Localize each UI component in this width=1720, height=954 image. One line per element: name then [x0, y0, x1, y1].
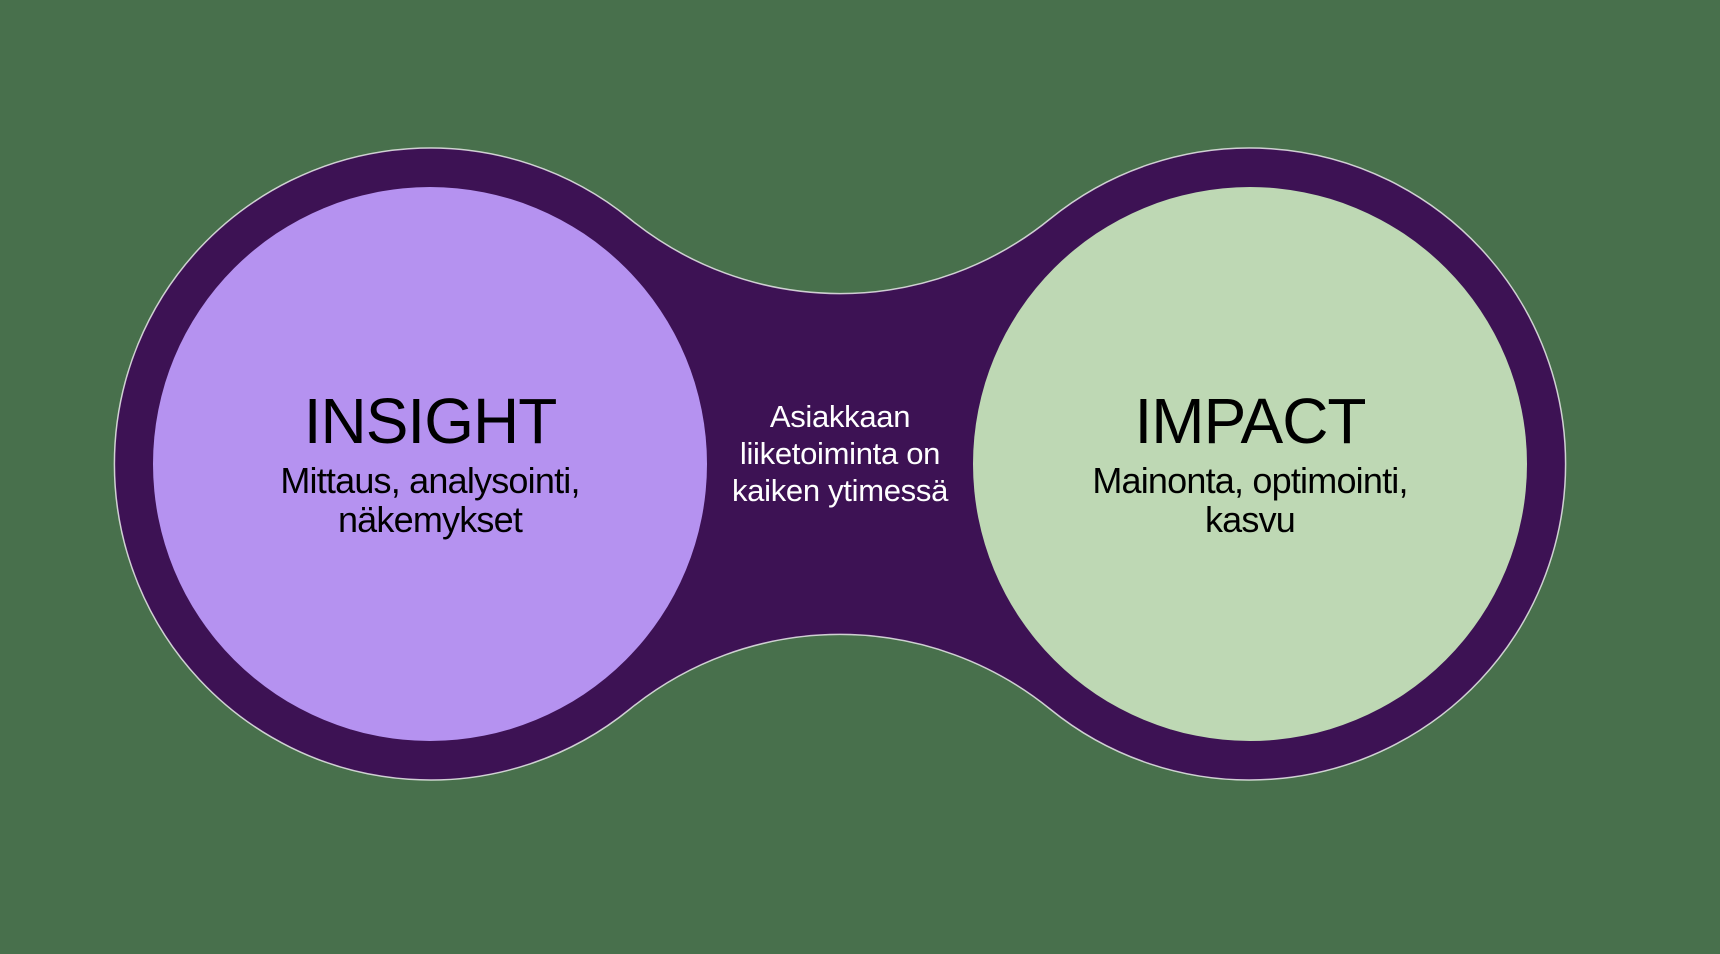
impact-title: IMPACT: [1134, 385, 1366, 457]
impact-circle: IMPACT Mainonta, optimointi, kasvu: [973, 187, 1527, 741]
insight-circle: INSIGHT Mittaus, analysointi, näkemykset: [153, 187, 707, 741]
center-message: Asiakkaan liiketoiminta on kaiken ytimes…: [731, 399, 949, 508]
impact-subtitle: Mainonta, optimointi, kasvu: [1092, 460, 1408, 540]
insight-subtitle: Mittaus, analysointi, näkemykset: [280, 460, 580, 540]
insight-title: INSIGHT: [303, 385, 558, 457]
